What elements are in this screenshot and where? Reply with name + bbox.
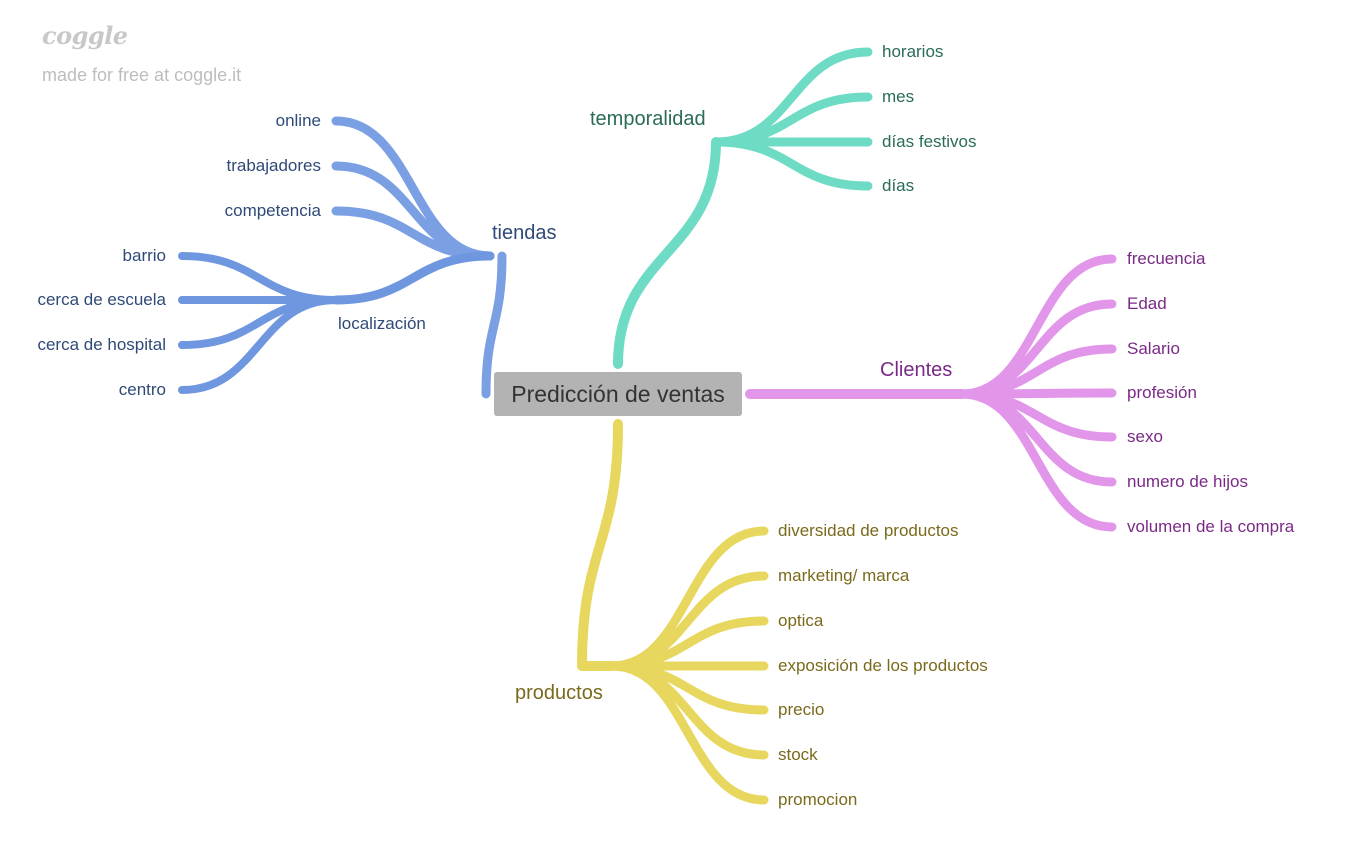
node-temporalidad-child[interactable]: horarios — [882, 42, 944, 61]
node-clientes-child[interactable]: Edad — [1127, 294, 1167, 313]
link-root-productos — [577, 419, 623, 671]
node-productos-child[interactable]: diversidad de productos — [778, 521, 959, 540]
node-productos-child[interactable]: exposición de los productos — [778, 656, 988, 675]
node-localizacion-child[interactable]: cerca de escuela — [37, 290, 166, 309]
node-localizacion-child[interactable]: barrio — [122, 246, 166, 265]
link-clientes-child — [957, 389, 1117, 532]
node-temporalidad-child[interactable]: días — [882, 176, 915, 195]
node-productos-child[interactable]: stock — [778, 745, 818, 764]
link-productos-child — [607, 661, 769, 805]
node-productos-child[interactable]: promocion — [778, 790, 858, 809]
node-clientes[interactable]: Clientes — [880, 359, 953, 381]
node-tiendas-child[interactable]: trabajadores — [226, 156, 321, 175]
node-localizacion[interactable]: localización — [338, 314, 426, 333]
node-temporalidad[interactable]: temporalidad — [590, 108, 706, 130]
coggle-logo: coggle — [42, 21, 128, 50]
node-temporalidad-child[interactable]: mes — [882, 87, 915, 106]
node-localizacion-child[interactable]: centro — [118, 380, 166, 399]
node-tiendas-child[interactable]: competencia — [224, 201, 321, 220]
node-productos-child[interactable]: marketing/ marca — [778, 566, 910, 585]
node-clientes-child[interactable]: frecuencia — [1127, 249, 1206, 268]
node-temporalidad-child[interactable]: días festivos — [882, 132, 977, 151]
link-localizacion-child — [178, 296, 340, 394]
root-label: Predicción de ventas — [511, 380, 725, 407]
node-tiendas[interactable]: tiendas — [492, 222, 557, 244]
root-node[interactable]: Predicción de ventas — [494, 372, 742, 416]
node-tiendas-child[interactable]: online — [275, 111, 321, 130]
node-productos-child[interactable]: precio — [778, 700, 825, 719]
link-root-temporalidad — [613, 137, 721, 369]
link-tiendas-localizacion — [331, 251, 495, 305]
watermark-text[interactable]: made for free at coggle.it — [42, 65, 242, 85]
node-clientes-child[interactable]: volumen de la compra — [1127, 517, 1295, 536]
node-localizacion-child[interactable]: cerca de hospital — [37, 335, 166, 354]
link-temporalidad-child — [711, 137, 873, 191]
node-clientes-child[interactable]: Salario — [1127, 339, 1180, 358]
node-clientes-child[interactable]: numero de hijos — [1127, 472, 1248, 491]
link-root-tiendas — [481, 251, 507, 399]
node-productos-child[interactable]: optica — [778, 611, 824, 630]
node-productos[interactable]: productos — [515, 682, 603, 704]
node-clientes-child[interactable]: profesión — [1127, 383, 1197, 402]
node-clientes-child[interactable]: sexo — [1127, 427, 1163, 446]
link-localizacion-child — [178, 252, 340, 304]
